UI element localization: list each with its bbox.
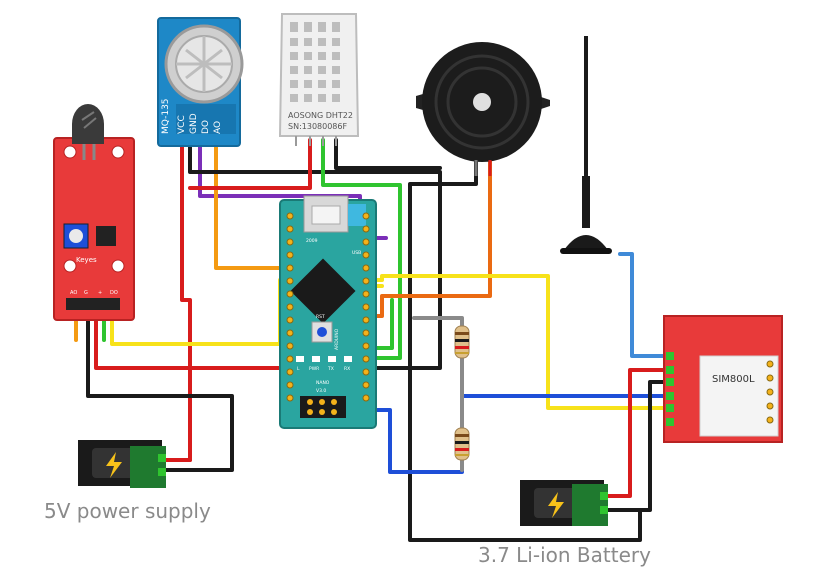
antenna — [560, 36, 612, 254]
flame-pin-do: DO — [110, 290, 118, 296]
arduino-rst-label: RST — [316, 314, 325, 320]
power-supply-label: 5V power supply — [44, 499, 211, 523]
wire-orange — [214, 138, 290, 270]
wire-red-dht — [188, 138, 312, 190]
wire-black-buzzer — [408, 153, 642, 542]
dht22-sensor: AOSONG DHT22 SN:13080086F — [278, 13, 360, 146]
arduino-variant-label: NANO — [316, 380, 330, 386]
power-jack-battery — [520, 480, 608, 526]
lightning-icon — [106, 452, 122, 478]
mq135-name-label: MQ-135 — [161, 98, 171, 134]
wire-red-sim — [602, 368, 670, 498]
mq135-pin-do: DO — [201, 120, 211, 134]
wire-black-sim — [602, 380, 670, 512]
arduino-led-rx: RX — [344, 366, 350, 372]
arduino-version-label: V3.0 — [316, 388, 326, 394]
wire-yellow-flame — [110, 274, 670, 410]
dht22-brand-label: AOSONG DHT22 — [288, 111, 353, 120]
wire-lightblue-antenna — [618, 252, 670, 358]
flame-pin-plus: + — [98, 290, 102, 296]
flame-pin-g: G — [84, 290, 88, 296]
power-jack-5v — [78, 440, 166, 488]
resistor-bottom — [454, 427, 470, 461]
dht22-serial-label: SN:13080086F — [288, 122, 347, 131]
arduino-nano: ARDUINO NANO V3.0 USB 2009 RST L PWR TX … — [279, 195, 377, 429]
wire-grey-res — [412, 316, 464, 472]
arduino-led-l: L — [297, 366, 300, 372]
mq135-pin-gnd: GND — [189, 113, 199, 134]
flame-brand-label: Keyes — [76, 256, 97, 264]
sim800l-label: SIM800L — [712, 374, 755, 385]
arduino-led-tx: TX — [327, 366, 334, 372]
wire-red-flame — [94, 308, 290, 370]
wire-black-flame — [86, 308, 234, 472]
wire-red-mq — [180, 138, 192, 462]
arduino-led-pwr: PWR — [309, 366, 319, 372]
battery-label: 3.7 Li-ion Battery — [478, 543, 651, 567]
arduino-usb-label: USB — [352, 250, 361, 256]
flame-pin-ao: AO — [70, 290, 77, 296]
wire-black-mq — [188, 138, 442, 370]
wire-green-dht — [321, 138, 402, 360]
wire-black-dht — [334, 138, 442, 170]
lightning-icon — [548, 492, 564, 518]
arduino-chip-label: 2009 — [306, 238, 318, 244]
flame-sensor: Keyes AO G + DO — [53, 104, 135, 321]
wire-darkorange-buzzer — [358, 153, 492, 318]
resistor-top — [454, 325, 470, 359]
wires — [74, 138, 670, 542]
mq135-pin-vcc: VCC — [177, 115, 187, 134]
sim800l-module: SIM800L — [663, 315, 783, 443]
arduino-model-label: ARDUINO — [334, 328, 340, 350]
mq135-pin-ao: AO — [213, 121, 223, 134]
buzzer — [416, 42, 550, 176]
mq135-sensor: MQ-135 VCC GND DO AO — [157, 17, 244, 147]
